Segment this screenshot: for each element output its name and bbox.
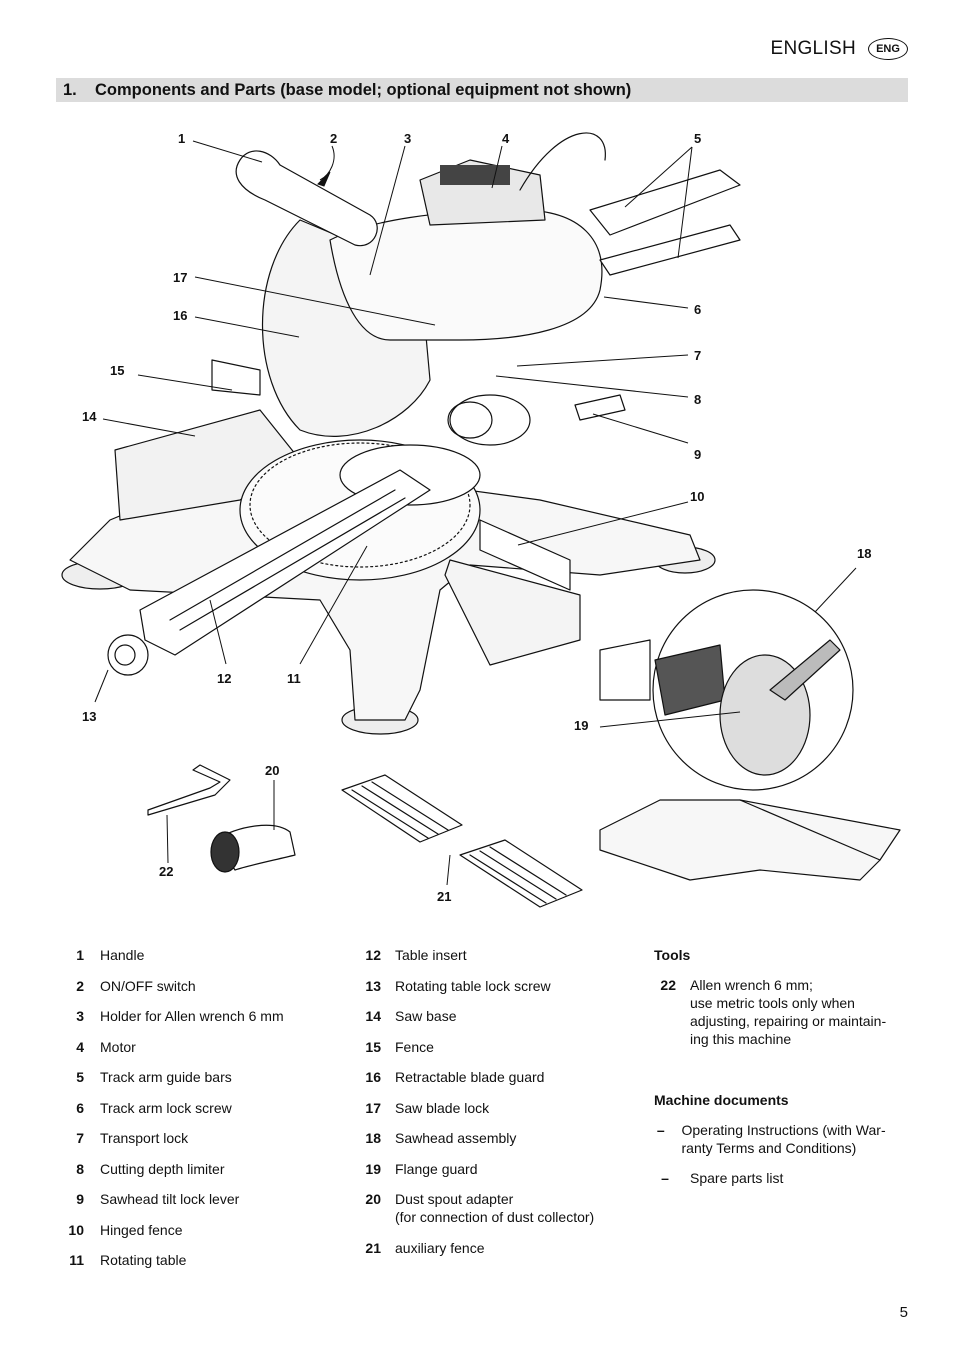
- callout-3: 3: [404, 131, 411, 146]
- section-number: 1.: [63, 80, 77, 99]
- handle: [235, 150, 378, 247]
- page-number: 5: [899, 1304, 908, 1321]
- callout-9: 9: [694, 447, 701, 462]
- callout-6: 6: [694, 302, 701, 317]
- hinged-fence: [479, 519, 571, 591]
- allen-wrench: [147, 764, 231, 816]
- small-saw-base: [599, 799, 901, 881]
- callout-16: 16: [173, 308, 187, 323]
- callout-1: 1: [178, 131, 185, 146]
- aux-fence-1: [341, 774, 463, 843]
- language-header: ENGLISH ENG: [770, 38, 908, 60]
- aux-fence-2: [459, 839, 583, 908]
- callout-8: 8: [694, 392, 701, 407]
- callout-4: 4: [502, 131, 510, 146]
- callout-12: 12: [217, 671, 231, 686]
- document-item: – Operating Instructions (with War-ranty…: [656, 1122, 886, 1156]
- lock-knob: [107, 634, 149, 676]
- document-item: – Spare parts list: [661, 1170, 784, 1186]
- legend-text-line: (for connection of dust collector): [395, 1209, 595, 1225]
- callout-13: 13: [82, 709, 96, 724]
- documents-heading: Machine documents: [654, 1092, 789, 1108]
- callout-21: 21: [437, 889, 451, 904]
- tool-item: 22 Allen wrench 6 mm; use metric tools o…: [660, 977, 887, 1047]
- callout-14: 14: [82, 409, 97, 424]
- callout-22: 22: [159, 864, 173, 879]
- language-label: ENGLISH: [770, 38, 856, 59]
- miter-saw-illustration: 1 2 3 4 5 6 7 8 9 10 11 12 13 14 15 16 1…: [61, 131, 901, 908]
- callout-10: 10: [690, 489, 704, 504]
- fence-left: [211, 359, 261, 396]
- dust-port: [449, 394, 531, 446]
- track-arm-guide-bars: [589, 169, 741, 236]
- tools-heading: Tools: [654, 947, 691, 963]
- callout-11: 11: [287, 671, 301, 686]
- callout-20: 20: [265, 763, 279, 778]
- legend-text-line: Dust spout adapter: [395, 1191, 514, 1207]
- callout-15: 15: [110, 363, 124, 378]
- tilt-lock-lever: [574, 394, 626, 421]
- callout-17: 17: [173, 270, 187, 285]
- language-badge: ENG: [868, 38, 908, 60]
- callout-7: 7: [694, 348, 701, 363]
- tools-and-documents: Tools 22 Allen wrench 6 mm; use metric t…: [654, 946, 914, 1199]
- callout-5: 5: [694, 131, 701, 146]
- callout-18: 18: [857, 546, 871, 561]
- callout-2: 2: [330, 131, 337, 146]
- section-heading: 1. Components and Parts (base model; opt…: [56, 78, 908, 102]
- callout-19: 19: [574, 718, 588, 733]
- legend-item: 20 Dust spout adapter (for connection of…: [358, 1190, 648, 1226]
- section-title: Components and Parts (base model; option…: [95, 80, 632, 99]
